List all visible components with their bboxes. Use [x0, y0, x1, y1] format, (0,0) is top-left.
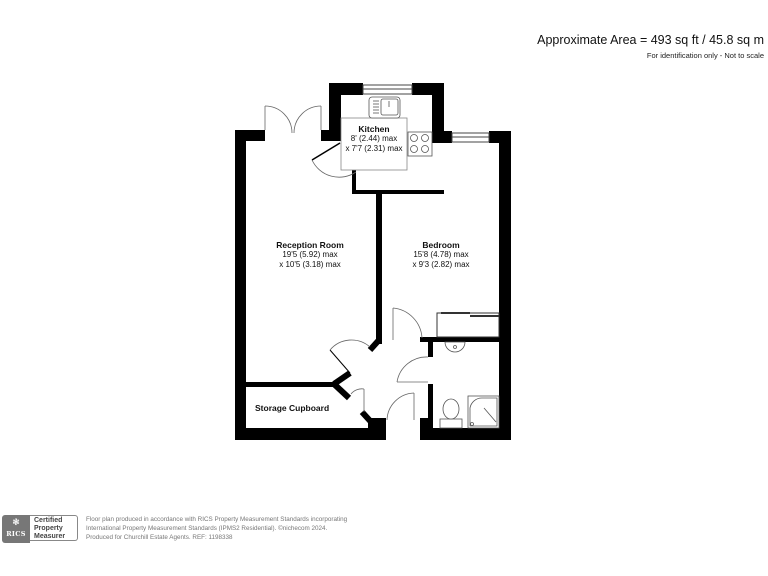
rics-logo: ❃ RICS: [2, 515, 30, 543]
walls: [235, 83, 511, 440]
rics-emblem-icon: ❃: [12, 518, 20, 528]
kitchen-fixtures: [340, 96, 433, 171]
reception-room-label: Reception Room 19'5 (5.92) max x 10'5 (3…: [276, 240, 344, 269]
wardrobe: [436, 312, 500, 338]
footer: ❃ RICS Certified Property Measurer Floor…: [0, 510, 400, 544]
kitchen-label: Kitchen 8' (2.44) max x 7'7 (2.31) max: [345, 124, 403, 153]
approximate-area-title: Approximate Area = 493 sq ft / 45.8 sq m: [537, 33, 764, 47]
hall-diagonal-walls: [331, 337, 382, 426]
doors: [264, 105, 429, 421]
bathroom-fixtures: [439, 341, 500, 429]
footer-disclaimer: Floor plan produced in accordance with R…: [86, 516, 348, 541]
bedroom-label: Bedroom 15'8 (4.78) max x 9'3 (2.82) max: [412, 240, 470, 269]
certified-measurer-badge: Certified Property Measurer: [30, 515, 78, 541]
storage-cupboard-label: Storage Cupboard: [255, 403, 330, 413]
not-to-scale-note: For identification only - Not to scale: [646, 51, 764, 60]
windows: [362, 84, 490, 143]
area-header: Approximate Area = 493 sq ft / 45.8 sq m…: [537, 33, 764, 60]
